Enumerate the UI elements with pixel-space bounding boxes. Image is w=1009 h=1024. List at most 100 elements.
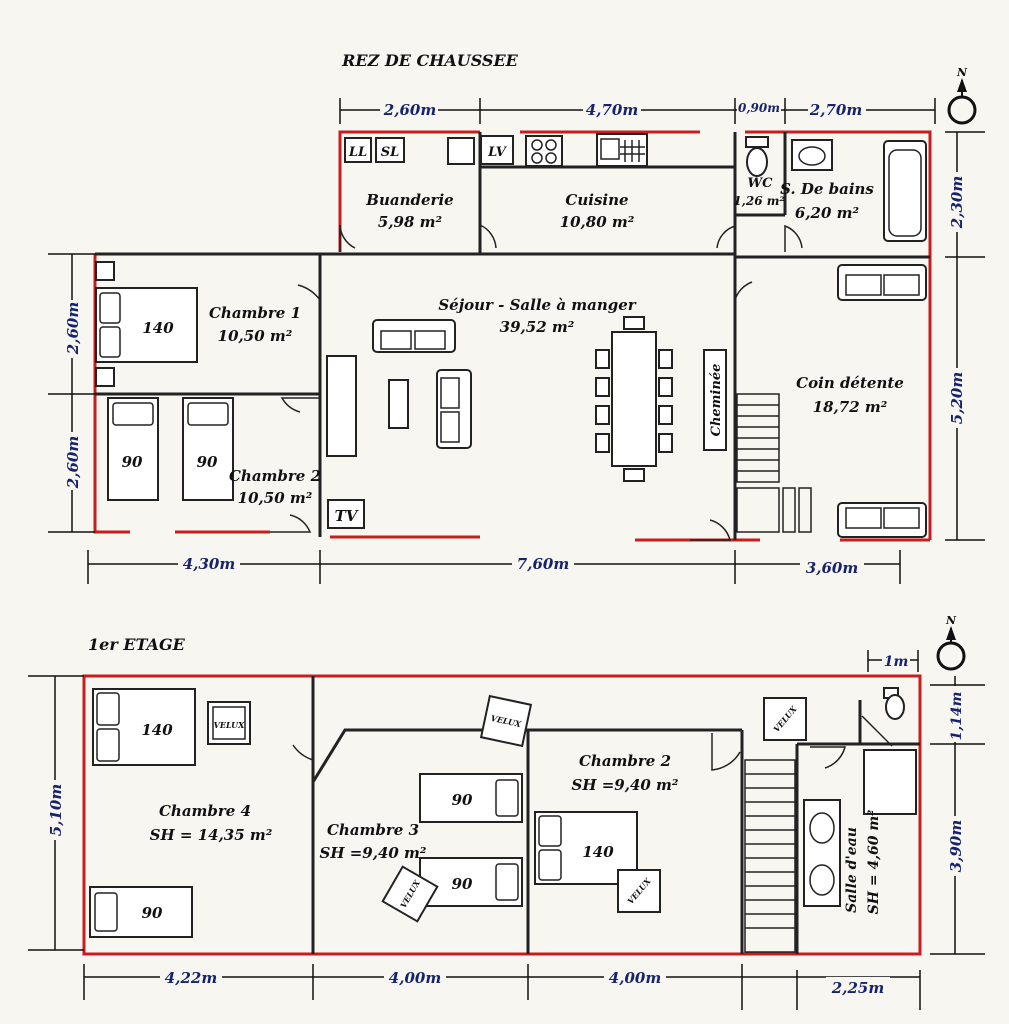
dim-first-bottom-1: 4,22m bbox=[165, 969, 217, 987]
room-buanderie-area: 5,98 m² bbox=[378, 213, 443, 231]
cooktop-icon bbox=[525, 135, 563, 167]
bed-90-c3b bbox=[419, 857, 523, 907]
coffee-table bbox=[388, 379, 409, 429]
sideboard bbox=[326, 355, 357, 457]
room-sejour-area: 39,52 m² bbox=[500, 318, 575, 336]
dining-chair bbox=[623, 316, 645, 330]
first-top-dimension: 1m bbox=[867, 650, 919, 672]
fixture-sl-label: SL bbox=[381, 145, 400, 160]
dim-first-bottom-2: 4,00m bbox=[389, 969, 441, 987]
detente-furniture bbox=[837, 264, 927, 538]
tv-label: TV bbox=[335, 507, 359, 525]
door-wc-first bbox=[861, 715, 893, 747]
room-chambre2-first-area: SH =9,40 m² bbox=[572, 776, 679, 794]
door-detente bbox=[734, 262, 753, 301]
dining-table bbox=[611, 331, 657, 467]
chambre2-first-furniture: 140 VELUX VELUX bbox=[534, 697, 807, 913]
dim-left-1: 2,60m bbox=[64, 302, 82, 355]
compass-icon bbox=[936, 641, 966, 671]
door-buanderie bbox=[339, 224, 356, 252]
ground-doors bbox=[270, 223, 803, 541]
room-salle-eau-name: Salle d'eau bbox=[844, 827, 860, 913]
first-left-dimension: 5,10m bbox=[28, 675, 84, 951]
dim-bottom-2: 7,60m bbox=[517, 555, 569, 573]
door-salle-eau bbox=[810, 746, 846, 769]
room-wc-name: WC bbox=[748, 176, 774, 191]
first-room-labels: Chambre 4 SH = 14,35 m² Chambre 3 SH =9,… bbox=[150, 752, 882, 914]
door-chambre2-side bbox=[280, 397, 320, 413]
shower-icon bbox=[863, 749, 917, 815]
dim-first-bottom-4: 2,25m bbox=[831, 979, 884, 997]
compass-first: N bbox=[936, 614, 966, 671]
room-wc-area: 1,26 m² bbox=[733, 194, 784, 208]
bed-140-ground bbox=[95, 287, 198, 363]
sofa-icon bbox=[837, 264, 927, 301]
room-salle-eau-area: SH = 4,60 m² bbox=[866, 810, 882, 915]
bed-c3b-label: 90 bbox=[452, 875, 473, 893]
cheminee-label: Cheminée bbox=[709, 364, 724, 437]
bed-c4a-label: 140 bbox=[141, 721, 173, 739]
ground-room-labels: Buanderie 5,98 m² Cuisine 10,80 m² WC 1,… bbox=[209, 176, 904, 507]
door-wc bbox=[716, 224, 736, 252]
dim-first-bottom-3: 4,00m bbox=[609, 969, 661, 987]
room-chambre2-first-name: Chambre 2 bbox=[579, 752, 671, 770]
room-chambre3-name: Chambre 3 bbox=[327, 821, 419, 839]
dining-chair bbox=[658, 377, 673, 397]
room-bains-name: S. De bains bbox=[780, 180, 874, 198]
door-bains bbox=[784, 224, 803, 252]
bottom-dimensions: 4,30m 7,60m 3,60m bbox=[87, 550, 901, 584]
fixture-lv-label: LV bbox=[487, 145, 508, 160]
door-cuisine bbox=[479, 223, 497, 252]
dim-right-2: 5,20m bbox=[948, 372, 966, 424]
dishwasher-box bbox=[480, 135, 514, 165]
dim-bottom-1: 4,30m bbox=[183, 555, 235, 573]
dining-chair bbox=[658, 405, 673, 425]
first-staircase bbox=[744, 759, 796, 953]
compass-north-label: N bbox=[956, 66, 968, 79]
compass-ground: N bbox=[947, 66, 977, 125]
sofa-icon bbox=[436, 369, 472, 449]
chambre3-furniture: 90 90 VELUX VELUX bbox=[381, 694, 533, 923]
bed-c4b-label: 90 bbox=[142, 904, 163, 922]
toilet-icon bbox=[885, 694, 905, 720]
bed-c3a-label: 90 bbox=[452, 791, 473, 809]
room-detente-area: 18,72 m² bbox=[813, 398, 888, 416]
nightstand bbox=[95, 367, 115, 387]
bed-140-c4 bbox=[92, 688, 196, 766]
room-cuisine-name: Cuisine bbox=[565, 191, 628, 209]
ground-floor-title: REZ DE CHAUSSEE bbox=[341, 51, 519, 70]
bed-ground-140-label: 140 bbox=[142, 319, 174, 337]
top-dimensions: 2,60m 4,70m 0,90m 2,70m bbox=[339, 98, 936, 124]
first-floor: 1er ETAGE N 1m bbox=[28, 614, 985, 1010]
door-chambre2 bbox=[270, 514, 312, 533]
bed-c2-label: 140 bbox=[582, 843, 614, 861]
nightstand bbox=[95, 261, 115, 281]
dining-chair bbox=[623, 468, 645, 482]
left-dimensions: 2,60m 2,60m bbox=[48, 253, 95, 533]
first-exterior-boundary bbox=[82, 674, 922, 956]
fridge-box bbox=[447, 137, 475, 165]
velux-window-icon bbox=[207, 701, 251, 745]
room-chambre3-area: SH =9,40 m² bbox=[320, 844, 427, 862]
dim-right-1: 2,30m bbox=[948, 176, 966, 229]
door-entrance bbox=[690, 519, 731, 541]
velux-window-icon bbox=[763, 697, 807, 741]
dim-first-right-1: 1,14m bbox=[949, 692, 965, 741]
dim-top-2: 4,70m bbox=[586, 101, 638, 119]
dining-chair bbox=[595, 405, 610, 425]
bed-ground-90b-label: 90 bbox=[197, 453, 218, 471]
toilet-icon bbox=[746, 147, 768, 177]
laundry-kitchen-fixtures: LL SL LV bbox=[344, 133, 648, 167]
room-chambre2-name: Chambre 2 bbox=[229, 467, 321, 485]
room-chambre4-name: Chambre 4 bbox=[159, 802, 251, 820]
dining-chair bbox=[595, 377, 610, 397]
velux-window-icon bbox=[479, 694, 533, 748]
room-detente-name: Coin détente bbox=[796, 374, 904, 392]
fixture-ll-label: LL bbox=[348, 145, 367, 160]
bed-ground-90a-label: 90 bbox=[122, 453, 143, 471]
washing-machine-box bbox=[344, 137, 372, 163]
sejour-furniture: Cheminée bbox=[326, 316, 727, 482]
dining-chair bbox=[595, 349, 610, 369]
chambre4-furniture: 140 90 VELUX bbox=[89, 688, 251, 938]
